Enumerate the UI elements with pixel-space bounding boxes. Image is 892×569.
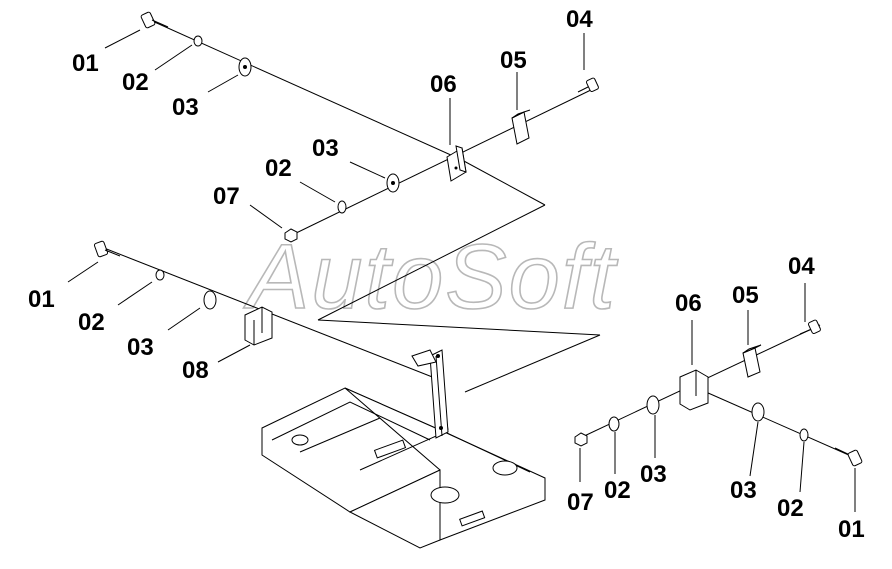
- label-right-washer-03b: 03: [730, 477, 757, 504]
- label-mid-nut: 07: [213, 183, 240, 210]
- label-top-lock-washer: 02: [122, 69, 149, 96]
- right-bracket-06: [679, 369, 709, 411]
- label-top-bolt: 01: [72, 50, 99, 77]
- label-right-washer-03a: 03: [640, 461, 667, 488]
- callout-labels: 01 02 03 04 05 06 03 02 07 01 02 03 08 0…: [28, 6, 865, 543]
- label-top-flat-washer: 03: [172, 94, 199, 121]
- right-bolt-04: [799, 319, 821, 335]
- right-flat-washer-a: [646, 395, 660, 415]
- mid-lock-washer: [337, 200, 347, 214]
- label-right-bolt-04: 04: [788, 253, 815, 280]
- label-left-bracket: 08: [182, 357, 209, 384]
- left-flat-washer: [203, 290, 217, 310]
- label-right-bracket: 06: [675, 290, 702, 317]
- label-mid-washer-03: 03: [312, 135, 339, 162]
- watermark: AutoSoft: [243, 226, 618, 328]
- right-flat-washer-b: [751, 402, 765, 422]
- label-top-bracket: 06: [430, 71, 457, 98]
- left-bolt-01: [93, 240, 121, 258]
- label-left-bolt: 01: [28, 286, 55, 313]
- label-left-lock-washer: 02: [78, 309, 105, 336]
- label-right-washer-02a: 02: [604, 477, 631, 504]
- left-bracket-08: [244, 306, 273, 346]
- frame-chassis: [261, 349, 546, 549]
- top-bolt-01: [140, 11, 169, 29]
- label-right-nut: 07: [567, 489, 594, 516]
- right-lock-washer-b: [799, 428, 809, 442]
- top-right-bolt-04: [577, 77, 599, 93]
- label-left-flat-washer: 03: [127, 334, 154, 361]
- right-lock-washer-a: [608, 416, 620, 432]
- mid-nut-07: [284, 228, 298, 243]
- left-lock-washer: [155, 269, 165, 281]
- leader-lines: [67, 29, 856, 512]
- label-top-right-bolt: 04: [566, 6, 593, 33]
- top-lock-washer: [193, 35, 203, 47]
- label-right-spacer: 05: [732, 282, 759, 309]
- right-nut-07: [574, 432, 588, 447]
- label-top-spacer: 05: [500, 47, 527, 74]
- right-spacer-05: [742, 344, 762, 378]
- label-right-bolt-01: 01: [838, 516, 865, 543]
- top-spacer-05: [511, 109, 531, 145]
- right-bolt-01: [834, 447, 863, 467]
- label-right-washer-02b: 02: [777, 495, 804, 522]
- label-mid-washer-02: 02: [265, 155, 292, 182]
- top-bracket-06: [446, 145, 467, 182]
